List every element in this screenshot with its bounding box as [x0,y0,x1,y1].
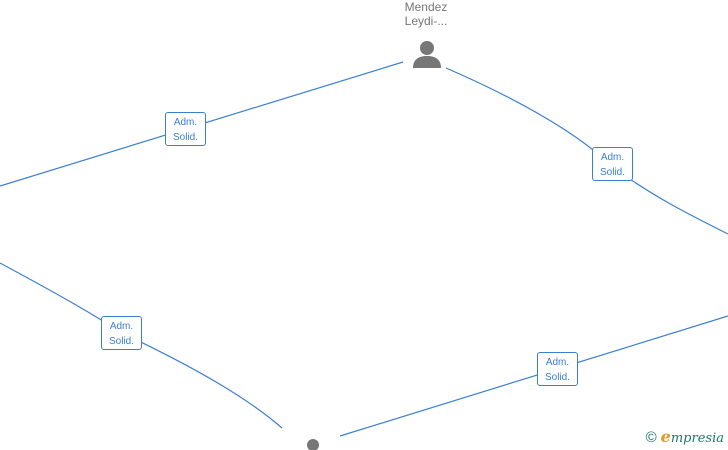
edge-label-badge[interactable]: Adm. Solid. [537,352,578,386]
edge-label-line1: Adm. [545,357,570,368]
brand-rest: mpresia [670,431,724,446]
edge-label-line2: Solid. [544,372,570,383]
edge-top-right [445,67,728,235]
brand-first-letter: e [660,427,671,446]
brand-logo: empresia [661,429,724,447]
node-name-line1: Mendez [404,0,448,14]
edge-label-line1: Adm. [109,321,134,332]
edge-bottom-right [339,315,728,437]
edge-label-line2: Solid. [599,167,625,178]
edge-label-badge[interactable]: Adm. Solid. [592,147,633,181]
edge-label-line1: Adm. [600,152,625,163]
edge-label-line1: Adm. [173,117,198,128]
empresia-watermark: © empresia [645,429,724,447]
node-name-line2: Leydi-... [404,14,448,28]
person-icon[interactable] [413,41,441,68]
edge-label-line2: Solid. [172,132,198,143]
copyright-icon: © [645,429,657,446]
person-icon[interactable] [307,439,319,450]
edge-label-line2: Solid. [108,336,134,347]
node-label-top[interactable]: Mendez Leydi-... [395,0,457,28]
edge-label-badge[interactable]: Adm. Solid. [165,112,206,146]
edge-label-badge[interactable]: Adm. Solid. [101,316,142,350]
